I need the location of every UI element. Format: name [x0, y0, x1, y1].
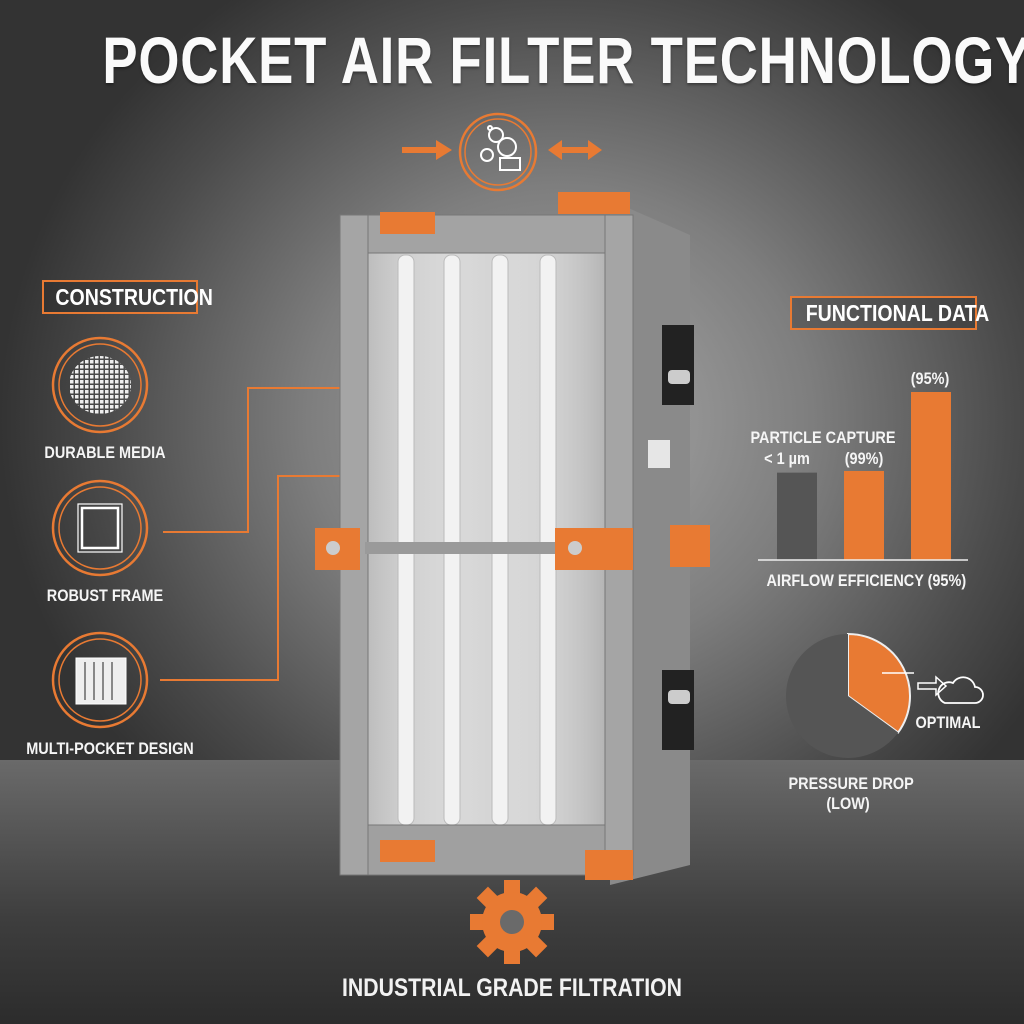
leader-line-frame [163, 387, 385, 533]
footer-label: INDUSTRIAL GRADE FILTRATION [342, 974, 682, 1002]
arrow-right-icon [402, 140, 452, 160]
particles-icon [458, 112, 538, 192]
bar-2 [844, 470, 884, 560]
pie-slice-2 [786, 634, 899, 758]
construction-heading-box: CONSTRUCTION [42, 280, 213, 314]
functional-data-heading-box: FUNCTIONAL DATA [790, 296, 990, 330]
double-arrow-icon [548, 140, 602, 160]
bar-3 [911, 392, 951, 560]
particle-capture-label: PARTICLE CAPTURE [750, 428, 896, 447]
construction-heading: CONSTRUCTION [55, 284, 213, 310]
pockets-icon [51, 631, 149, 729]
bar-1 [777, 472, 817, 560]
pressure-drop-level-label: (LOW) [826, 794, 870, 813]
durable-media-label: DURABLE MEDIA [44, 443, 166, 462]
page-title: POCKET AIR FILTER TECHNOLOGY [102, 23, 1024, 97]
functional-data-heading: FUNCTIONAL DATA [805, 300, 990, 326]
bar-2-data-label: (99%) [844, 449, 884, 468]
pocket-filter-illustration [315, 192, 710, 885]
bar-chart [777, 392, 951, 560]
flow-arrow-icon [882, 672, 948, 697]
pie-chart [786, 632, 911, 758]
multi-pocket-design-label: MULTI-POCKET DESIGN [26, 739, 194, 758]
pressure-drop-label: PRESSURE DROP [788, 774, 914, 793]
optimal-label: OPTIMAL [915, 713, 981, 732]
pie-slice-1 [847, 632, 911, 734]
particle-size-label: < 1 µm [764, 449, 810, 468]
robust-frame-label: ROBUST FRAME [46, 586, 164, 605]
bar-3-data-label: (95%) [910, 369, 950, 388]
gear-icon [470, 880, 554, 964]
frame-icon [51, 479, 149, 577]
airflow-efficiency-label: AIRFLOW EFFICIENCY (95%) [766, 571, 967, 590]
cloud-icon [937, 676, 984, 704]
mesh-icon [51, 336, 149, 434]
